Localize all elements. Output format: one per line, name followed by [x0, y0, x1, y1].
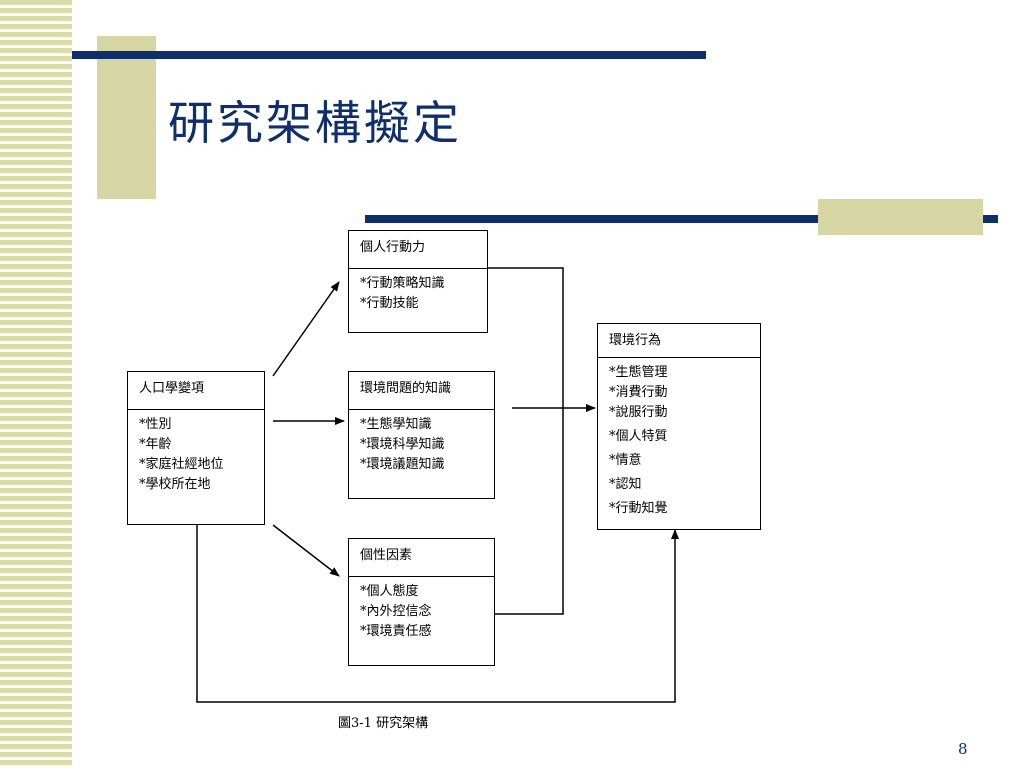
arrow-demographics-to-individual-action — [272, 281, 340, 377]
issue-knowledge-item: *生態學知識 — [360, 417, 432, 432]
individual-action-item: *行動策略知識 — [360, 276, 445, 291]
left-stripe-decoration — [0, 0, 72, 768]
demographics-item: *性別 — [139, 417, 172, 432]
box-issue-knowledge-title: 環境問題的知識 — [349, 372, 494, 410]
env-behavior-item: *認知 — [609, 477, 642, 492]
env-behavior-item: *個人特質 — [609, 429, 668, 444]
personality-item: *內外控信念 — [360, 604, 432, 619]
box-personality-title: 個性因素 — [349, 539, 494, 577]
box-issue-knowledge: 環境問題的知識 *生態學知識 *環境科學知識 *環境議題知識 — [348, 371, 495, 499]
demographics-item: *年齡 — [139, 437, 172, 452]
slide-title: 研究架構擬定 — [168, 96, 462, 150]
env-behavior-item: *說服行動 — [609, 405, 668, 420]
title-accent-block — [97, 36, 156, 199]
env-behavior-item: *情意 — [609, 453, 642, 468]
arrow-demographics-to-personality — [272, 524, 340, 577]
env-behavior-item: *生態管理 — [609, 365, 668, 380]
box-personality: 個性因素 *個人態度 *內外控信念 *環境責任感 — [348, 538, 495, 666]
env-behavior-item: *行動知覺 — [609, 501, 668, 516]
personality-item: *環境責任感 — [360, 624, 432, 639]
box-env-behavior-title: 環境行為 — [598, 324, 760, 358]
page-number: 8 — [958, 740, 968, 758]
figure-caption: 圖3-1 研究架構 — [338, 716, 429, 731]
diagram-rule — [365, 215, 998, 223]
individual-action-item: *行動技能 — [360, 296, 419, 311]
box-demographics: 人口學變項 *性別 *年齡 *家庭社經地位 *學校所在地 — [127, 371, 265, 525]
env-behavior-item: *消費行動 — [609, 385, 668, 400]
box-env-behavior: 環境行為 *生態管理 *消費行動 *說服行動 *個人特質 *情意 *認知 *行動… — [597, 323, 761, 530]
title-rule — [72, 51, 706, 59]
arrow-demographics-to-env-behavior — [196, 525, 679, 703]
demographics-item: *家庭社經地位 — [139, 457, 224, 472]
issue-knowledge-item: *環境科學知識 — [360, 437, 445, 452]
personality-item: *個人態度 — [360, 584, 419, 599]
box-individual-action-title: 個人行動力 — [349, 231, 487, 269]
connector-individual-action-to-bus — [487, 267, 564, 408]
issue-knowledge-item: *環境議題知識 — [360, 457, 445, 472]
box-individual-action: 個人行動力 *行動策略知識 *行動技能 — [348, 230, 488, 333]
demographics-item: *學校所在地 — [139, 477, 211, 492]
box-demographics-title: 人口學變項 — [128, 372, 264, 410]
connector-personality-to-bus — [495, 408, 564, 615]
diagram-accent-block — [818, 199, 983, 235]
